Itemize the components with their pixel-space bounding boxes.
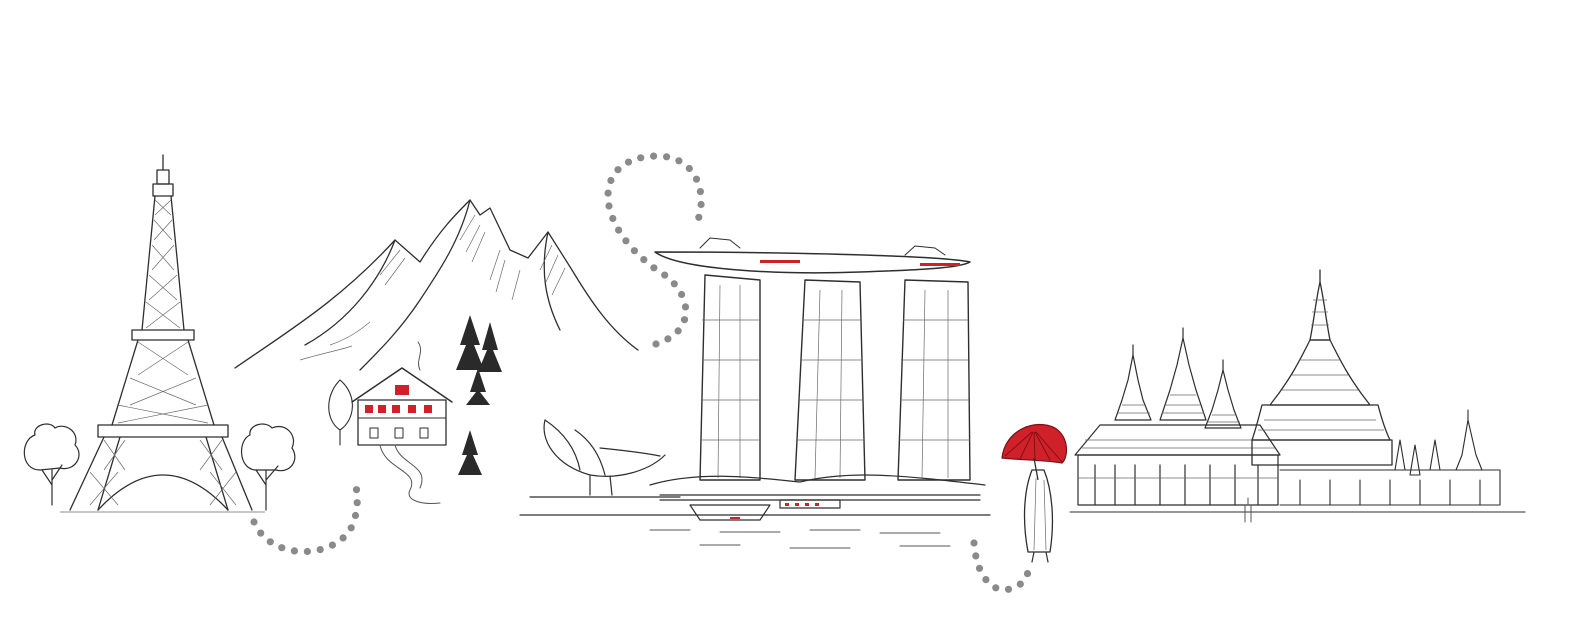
path-dot — [637, 154, 645, 162]
path-dot — [640, 256, 648, 264]
path-dot — [607, 176, 615, 185]
stupa-icon — [1251, 269, 1393, 466]
path-dot — [303, 547, 311, 556]
tiny-figures — [1244, 497, 1252, 523]
stupa-rings — [1258, 299, 1384, 431]
eiffel-lattice — [60, 199, 265, 513]
water-ripples — [649, 529, 951, 549]
path-dot — [278, 544, 286, 552]
chalet-icon — [351, 341, 453, 446]
pagoda-ornament — [1078, 394, 1278, 479]
path-dot — [696, 188, 705, 196]
path-dot — [622, 237, 630, 245]
path-dot — [352, 486, 361, 494]
path-dot — [681, 303, 690, 311]
path-dot — [692, 175, 701, 183]
path-dot — [697, 200, 705, 209]
pagoda-icon — [1074, 327, 1281, 506]
path-dot — [351, 511, 360, 520]
dotted-path-icon — [250, 152, 1032, 593]
path-dot — [630, 247, 639, 255]
pine-tree-icon — [456, 315, 502, 475]
path-dot — [614, 166, 622, 174]
mountain-shading — [299, 214, 566, 361]
eiffel-tower-icon — [69, 154, 253, 511]
mountain-path — [379, 444, 441, 504]
waterfront-podium — [519, 474, 991, 521]
path-dot — [678, 290, 686, 299]
tree-icon — [328, 379, 353, 446]
path-dot — [992, 584, 1000, 592]
path-dot — [674, 327, 682, 335]
path-dot — [1004, 585, 1013, 593]
path-dot — [339, 534, 347, 542]
path-dot — [695, 213, 703, 221]
tower-grid — [700, 284, 970, 479]
tree-icon — [241, 423, 296, 511]
path-dot — [609, 214, 617, 223]
path-dot — [353, 499, 361, 507]
podium-red-accents — [730, 503, 819, 519]
path-dot — [675, 157, 683, 165]
path-dot — [347, 524, 355, 532]
path-dot — [650, 152, 658, 160]
path-dot — [661, 271, 669, 279]
path-dot — [663, 153, 671, 161]
small-spires — [1069, 409, 1526, 513]
path-dot — [970, 539, 978, 547]
path-dot — [652, 340, 660, 348]
path-dot — [328, 541, 336, 549]
path-dot — [624, 158, 633, 166]
tree-icon — [23, 423, 80, 506]
path-dot — [982, 576, 990, 584]
marina-bay-sands-icon — [654, 237, 971, 481]
path-dot — [685, 164, 693, 173]
path-dot — [1023, 570, 1032, 578]
path-dot — [972, 552, 980, 560]
path-dot — [664, 335, 672, 343]
path-dot — [290, 547, 298, 555]
path-dot — [266, 538, 274, 546]
path-dot — [975, 564, 984, 572]
path-dot — [1016, 580, 1024, 588]
monk-with-umbrella-icon — [1001, 423, 1067, 563]
path-dot — [615, 226, 623, 234]
path-dot — [605, 202, 613, 210]
mountains-icon — [234, 199, 639, 371]
path-dot — [316, 546, 324, 554]
path-dot — [650, 264, 658, 272]
path-dot — [257, 529, 265, 537]
path-dot — [680, 316, 689, 324]
path-dot — [670, 280, 678, 288]
lotus-museum-icon — [529, 419, 681, 498]
path-dot — [250, 518, 258, 526]
path-dot — [604, 189, 612, 197]
